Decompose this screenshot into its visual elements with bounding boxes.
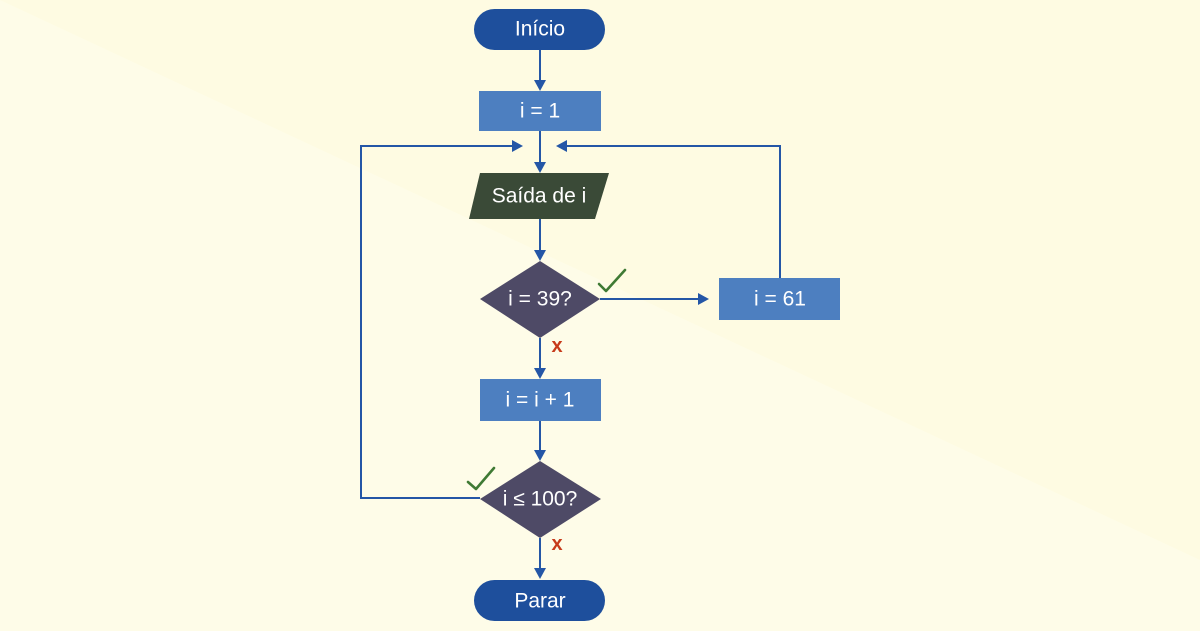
stop-terminal-shape xyxy=(474,580,605,621)
arrowhead-loop-left xyxy=(512,140,523,152)
node-set-61: i = 61 xyxy=(719,278,840,320)
increment-process-shape xyxy=(480,379,601,421)
init-label: i = 1 xyxy=(520,100,560,123)
output-io-shape xyxy=(469,173,609,219)
node-decision-39: i = 39? xyxy=(480,261,600,338)
stop-label: Parar xyxy=(514,590,565,613)
decision100-label: i ≤ 100? xyxy=(503,488,578,511)
connectors xyxy=(360,50,781,579)
x-mark-decision100: x xyxy=(551,533,562,555)
check-icon xyxy=(466,466,496,491)
check-icon xyxy=(597,268,627,293)
node-init: i = 1 xyxy=(479,91,601,131)
output-label: Saída de i xyxy=(492,185,587,208)
background-diagonal-band xyxy=(0,0,1200,560)
arrowhead-decision39 xyxy=(534,250,546,261)
node-output: Saída de i xyxy=(469,173,609,219)
arrowhead-set61 xyxy=(698,293,709,305)
arrowhead-decision100 xyxy=(534,450,546,461)
arrowhead-stop xyxy=(534,568,546,579)
decision39-label: i = 39? xyxy=(508,288,572,311)
arrowhead-loop-right xyxy=(556,140,567,152)
start-label: Início xyxy=(515,18,565,41)
node-start: Início xyxy=(474,9,605,50)
connector-set61-loop xyxy=(565,145,781,278)
decision39-diamond-shape xyxy=(480,261,600,338)
decision100-diamond-shape xyxy=(480,461,601,538)
set61-label: i = 61 xyxy=(754,288,806,311)
arrowhead-output xyxy=(534,162,546,173)
init-process-shape xyxy=(479,91,601,131)
set61-process-shape xyxy=(719,278,840,320)
connector-decision100-yes-loop xyxy=(360,145,514,499)
node-increment: i = i + 1 xyxy=(480,379,601,421)
increment-label: i = i + 1 xyxy=(506,389,575,412)
x-mark-decision39: x xyxy=(551,335,562,357)
start-terminal-shape xyxy=(474,9,605,50)
node-decision-100: i ≤ 100? xyxy=(480,461,601,538)
arrowhead-increment xyxy=(534,368,546,379)
branch-marks: x x xyxy=(466,268,627,555)
node-stop: Parar xyxy=(474,580,605,621)
arrowhead-init xyxy=(534,80,546,91)
